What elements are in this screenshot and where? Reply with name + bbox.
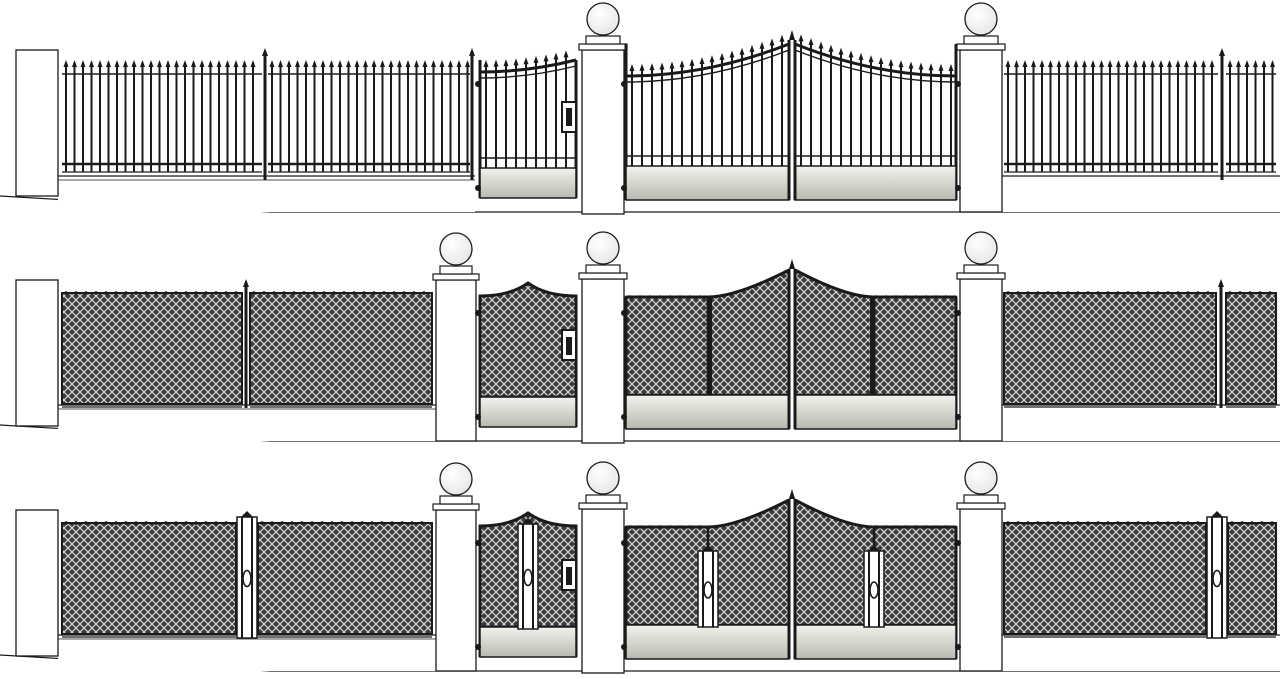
pedestrian-gate bbox=[478, 50, 578, 199]
fence-row-2 bbox=[0, 231, 1280, 444]
low-wall bbox=[58, 634, 1280, 671]
fence-panel-right bbox=[1003, 511, 1277, 639]
fence-panel-left bbox=[62, 48, 475, 180]
fence-panel-right bbox=[1003, 279, 1277, 408]
pillars bbox=[432, 231, 1006, 444]
wall-end-pier bbox=[15, 279, 59, 427]
double-driveway-gate bbox=[475, 259, 961, 430]
fence-row-1 bbox=[0, 2, 1280, 215]
wall-end-pier bbox=[15, 509, 59, 657]
wall-end-pier bbox=[15, 49, 59, 197]
fence-panel-right bbox=[1004, 48, 1276, 180]
pedestrian-gate bbox=[478, 281, 578, 428]
pedestrian-gate bbox=[478, 511, 578, 658]
fence-panel-left bbox=[61, 511, 433, 639]
pillars bbox=[432, 461, 1006, 674]
pillars bbox=[578, 2, 1006, 215]
fence-row-3 bbox=[0, 461, 1280, 674]
fence-panel-left bbox=[61, 279, 433, 408]
low-wall bbox=[58, 175, 1280, 212]
low-wall bbox=[58, 404, 1280, 441]
double-driveway-gate bbox=[475, 489, 961, 660]
double-driveway-gate bbox=[475, 30, 961, 201]
